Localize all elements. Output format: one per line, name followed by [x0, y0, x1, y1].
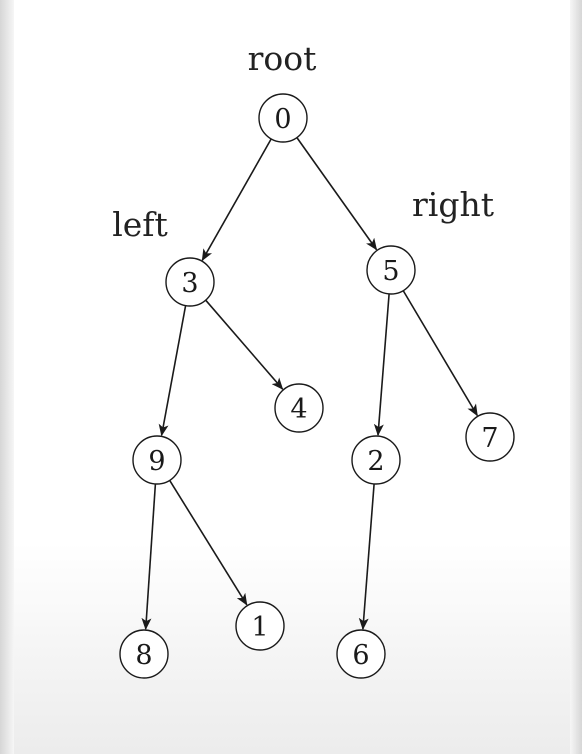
- edge-3-to-9: [158, 305, 187, 437]
- tree-node-7: 7: [465, 412, 515, 462]
- node-circle: [336, 629, 386, 679]
- right-label: right: [412, 185, 494, 224]
- node-circle: [258, 93, 308, 143]
- node-label: 8: [135, 640, 152, 671]
- node-circle: [274, 383, 324, 433]
- node-label: 2: [367, 446, 384, 477]
- root-label: root: [248, 39, 317, 78]
- node-circle: [165, 257, 215, 307]
- tree-node-3: 3: [165, 257, 215, 307]
- edge-3-to-4: [205, 299, 284, 390]
- tree-node-9: 9: [132, 435, 182, 485]
- right-frame-edge: [570, 0, 582, 754]
- tree-node-6: 6: [336, 629, 386, 679]
- node-label: 6: [352, 640, 369, 671]
- left-label: left: [112, 205, 168, 244]
- edge-5-to-7: [402, 290, 478, 417]
- tree-node-0: 0: [258, 93, 308, 143]
- tree-node-8: 8: [119, 629, 169, 679]
- node-circle: [235, 601, 285, 651]
- edge-2-to-6: [358, 483, 375, 631]
- edge-9-to-1: [169, 479, 248, 606]
- node-label: 1: [251, 612, 268, 643]
- left-frame-edge: [0, 0, 14, 754]
- node-circle: [119, 629, 169, 679]
- node-circle: [132, 435, 182, 485]
- tree-edges: [141, 137, 478, 631]
- edge-0-to-3: [201, 138, 272, 262]
- tree-nodes: 0 3 5 9 4 2 7 8 1 6: [119, 93, 515, 679]
- edge-0-to-5: [296, 137, 378, 251]
- tree-node-1: 1: [235, 601, 285, 651]
- node-label: 9: [148, 446, 165, 477]
- edge-5-to-2: [373, 293, 390, 437]
- tree-node-4: 4: [274, 383, 324, 433]
- tree-node-5: 5: [366, 245, 416, 295]
- node-label: 3: [181, 268, 198, 299]
- node-circle: [351, 435, 401, 485]
- node-circle: [366, 245, 416, 295]
- node-label: 0: [274, 104, 291, 135]
- node-label: 4: [290, 394, 307, 425]
- tree-node-2: 2: [351, 435, 401, 485]
- node-circle: [465, 412, 515, 462]
- node-label: 7: [481, 423, 498, 454]
- edge-9-to-8: [141, 483, 157, 631]
- node-label: 5: [382, 256, 399, 287]
